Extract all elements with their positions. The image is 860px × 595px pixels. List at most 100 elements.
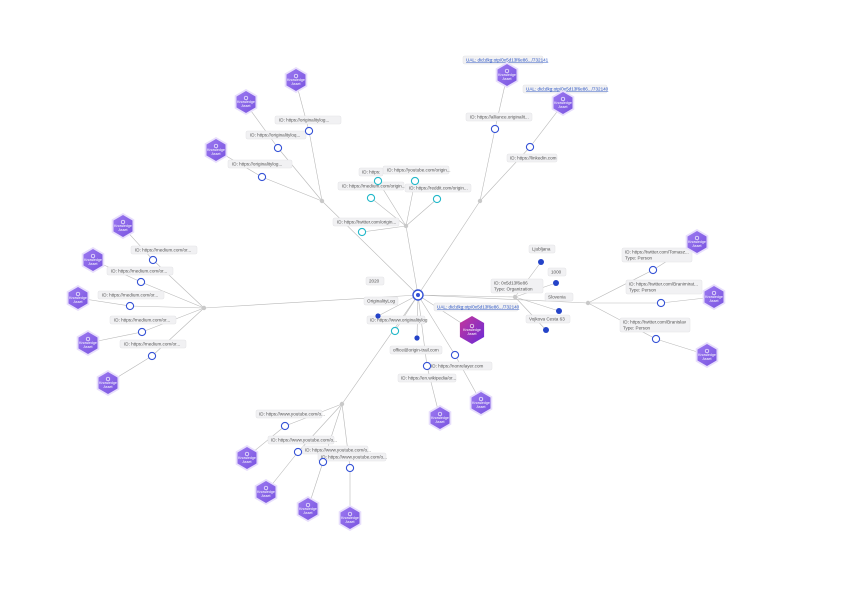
entity-nodes[interactable]	[125, 124, 666, 473]
edges	[77, 75, 715, 517]
label-near-center-2: OriginalityLog	[367, 299, 396, 304]
entity-node[interactable]	[422, 361, 432, 371]
entity-node[interactable]	[648, 265, 658, 275]
label-org-city: Ljubljana	[532, 247, 551, 252]
label-top-right-2: ID: https://linkedin.com	[510, 156, 557, 161]
svg-text:Knowledge: Knowledge	[472, 401, 490, 405]
svg-text:Asset: Asset	[503, 77, 512, 81]
label-top-a: ID: https://originalitylog...	[279, 118, 329, 123]
labels: ID: https://originalitylog... ID: https:…	[97, 55, 703, 462]
literal-node[interactable]	[538, 259, 544, 265]
label-ual-1[interactable]: UAL: did:dkg:otp/0x5d13f6e86.../732141	[466, 58, 549, 63]
center-node[interactable]	[412, 289, 424, 301]
svg-text:Asset: Asset	[84, 345, 93, 349]
entity-node[interactable]	[137, 327, 147, 337]
literal-node[interactable]	[414, 335, 420, 341]
entity-node[interactable]	[148, 255, 158, 265]
label-org-id: ID: 0x5d13f6e86	[494, 281, 528, 286]
svg-text:Knowledge: Knowledge	[341, 516, 359, 520]
label-near-center-5: ID: https://nonrelayer.com	[431, 364, 484, 369]
label-right-person-2-type: Type: Person	[629, 288, 657, 293]
entity-node[interactable]	[280, 421, 290, 431]
literal-node[interactable]	[543, 327, 549, 333]
svg-text:Asset: Asset	[693, 244, 702, 248]
entity-node[interactable]	[432, 194, 442, 204]
entity-node[interactable]	[373, 176, 383, 186]
entity-node[interactable]	[345, 463, 355, 473]
svg-text:Knowledge: Knowledge	[299, 507, 317, 511]
svg-text:Knowledge: Knowledge	[431, 416, 449, 420]
entity-node[interactable]	[136, 277, 146, 287]
svg-text:Knowledge: Knowledge	[688, 240, 706, 244]
svg-text:Knowledge: Knowledge	[237, 100, 255, 104]
svg-text:Knowledge: Knowledge	[257, 490, 275, 494]
svg-text:Knowledge: Knowledge	[498, 73, 516, 77]
svg-text:Knowledge: Knowledge	[463, 328, 481, 332]
label-ual-center[interactable]: UAL: did:dkg:otp/0x5d13f6e86.../732140	[437, 305, 520, 310]
entity-node[interactable]	[293, 447, 303, 457]
svg-text:Knowledge: Knowledge	[698, 353, 716, 357]
literal-node[interactable]	[553, 280, 559, 286]
svg-text:Knowledge: Knowledge	[99, 381, 117, 385]
label-bottom-3: ID: https://www.youtube.com/o...	[305, 448, 371, 453]
entity-node[interactable]	[304, 126, 314, 136]
svg-text:Knowledge: Knowledge	[69, 296, 87, 300]
literal-node[interactable]	[556, 308, 562, 314]
label-near-center-1: 2020	[369, 279, 380, 284]
label-ual-2[interactable]: UAL: did:dkg:otp/0x5d13f6e86.../732140	[526, 87, 609, 92]
svg-text:Asset: Asset	[559, 105, 568, 109]
svg-text:Asset: Asset	[242, 104, 251, 108]
svg-text:Asset: Asset	[468, 332, 477, 336]
label-right-person-1-id: ID: https://twitter.com/Tomasz...	[625, 250, 689, 255]
label-top-b: ID: https://originalityloq...	[250, 133, 300, 138]
label-top-right-1: ID: https://alliance.originalit...	[470, 115, 529, 120]
entity-node[interactable]	[273, 143, 283, 153]
svg-text:Asset: Asset	[710, 299, 719, 303]
entity-node[interactable]	[318, 457, 328, 467]
entity-node[interactable]	[490, 124, 500, 134]
svg-text:Asset: Asset	[703, 357, 712, 361]
literal-node[interactable]	[375, 313, 381, 319]
knowledge-asset-node-selected[interactable]: Knowledge Asset	[459, 316, 485, 344]
entity-node[interactable]	[257, 172, 267, 182]
label-bottom-1: ID: https://www.youtube.com/o...	[259, 412, 325, 417]
label-bottom-2: ID: https://www.youtube.com/o...	[271, 438, 337, 443]
entity-node[interactable]	[125, 301, 135, 311]
entity-node[interactable]	[656, 298, 666, 308]
label-left-4: ID: https://medium.com/or...	[114, 318, 170, 323]
entity-node[interactable]	[357, 227, 367, 237]
entity-node[interactable]	[147, 351, 157, 361]
entity-node[interactable]	[366, 193, 376, 203]
entity-node[interactable]	[390, 326, 400, 336]
svg-text:Asset: Asset	[346, 520, 355, 524]
entity-node[interactable]	[525, 142, 535, 152]
entity-node[interactable]	[450, 350, 460, 360]
entity-node[interactable]	[651, 334, 661, 344]
entity-node[interactable]	[410, 176, 420, 186]
svg-text:Knowledge: Knowledge	[79, 341, 97, 345]
svg-text:Asset: Asset	[74, 300, 83, 304]
label-org-type: Type: Organization	[494, 287, 533, 292]
